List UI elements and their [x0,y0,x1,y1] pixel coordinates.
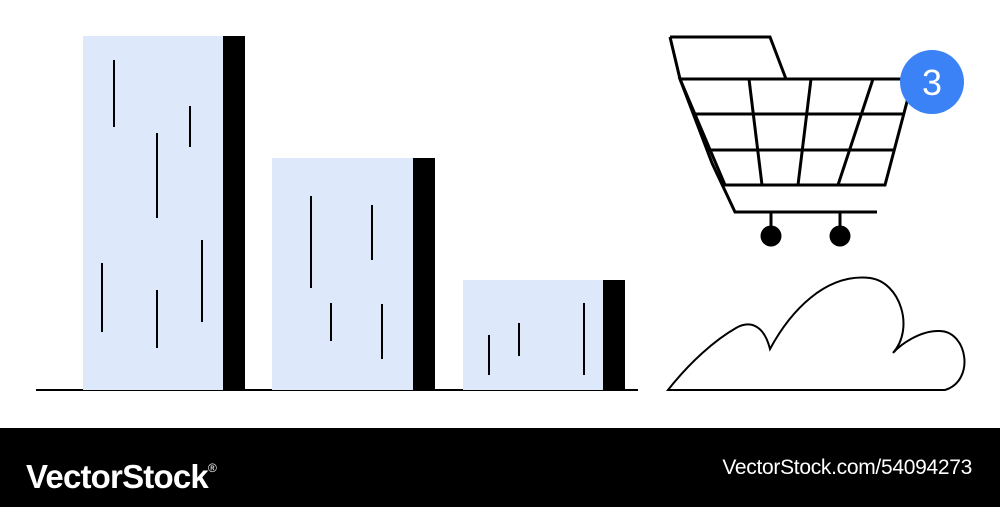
cart-count-badge: 3 [900,50,964,114]
image-reference: VectorStock.com/54094273 [722,456,972,479]
vectorstock-logo: VectorStock® [26,448,217,497]
cart-wheel [760,225,782,247]
registered-mark: ® [207,461,217,475]
building-icon [272,158,435,390]
building-icon [463,280,625,390]
cart-count-text: 3 [922,62,942,103]
illustration-canvas: 3 [36,35,966,391]
building-icon [83,36,245,390]
watermark-footer: VectorStock® VectorStock.com/54094273 [0,428,1000,507]
cloud-icon [665,276,966,391]
shopping-cart-icon [668,35,915,228]
brand-name: VectorStock [26,458,209,495]
cart-wheel [829,225,851,247]
illustration: 3 [36,35,966,391]
